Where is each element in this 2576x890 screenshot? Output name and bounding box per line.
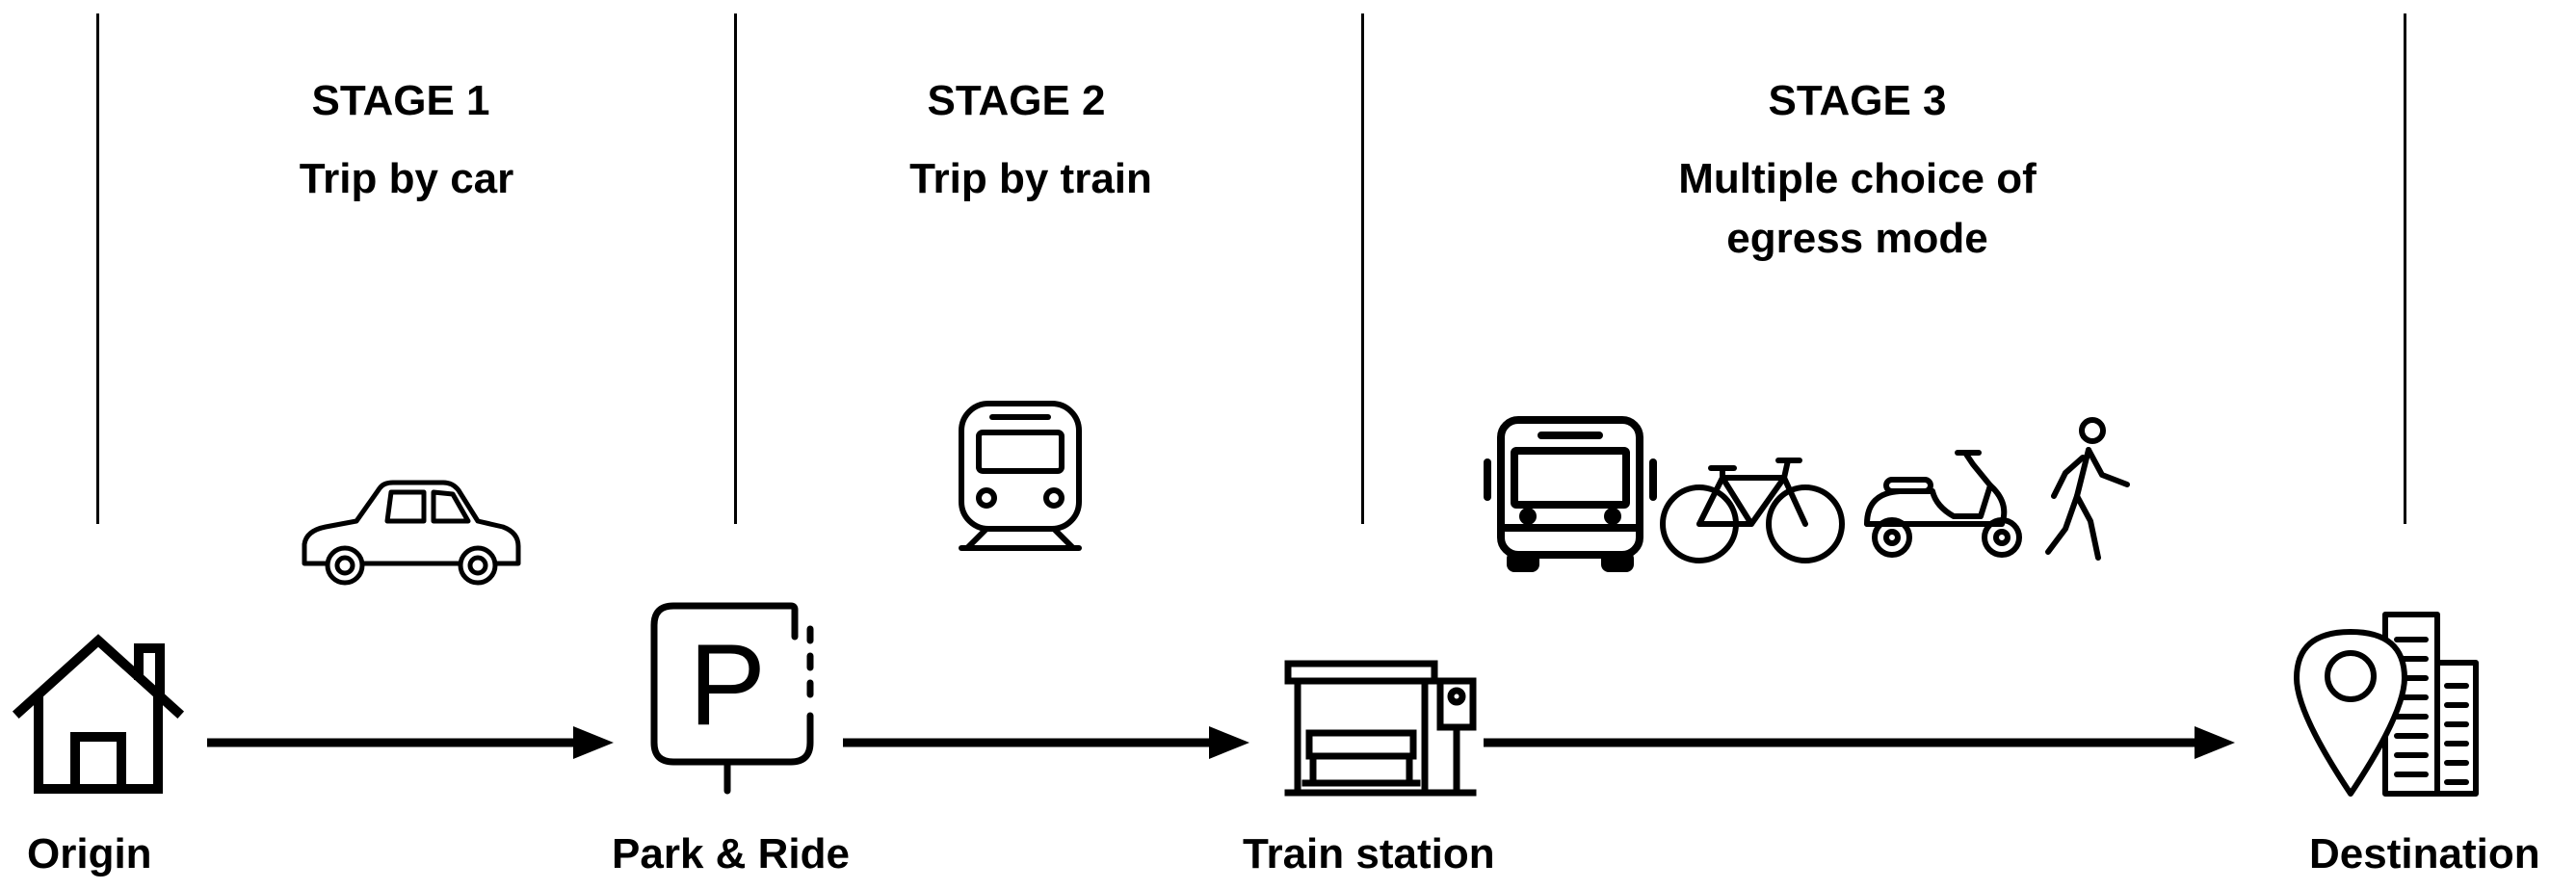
train-station-icon [1284,660,1477,799]
stage-2-subtitle: Trip by train [838,149,1223,209]
train-icon [954,398,1087,554]
bus-icon [1484,414,1657,573]
car-icon [299,477,524,586]
arrow-station-to-destination [1484,722,2235,763]
stage-3-subtitle-line-1: Multiple choice of [1678,155,2037,202]
arrow-origin-to-park-ride [207,722,614,763]
location-pin-buildings-icon [2293,605,2485,798]
stage-2-title: STAGE 2 [927,77,1106,124]
node-label-train-station: Train station [1243,830,1495,877]
arrow-park-ride-to-station [843,722,1249,763]
parking-sign-icon: P [650,602,814,795]
stage-divider-4 [2404,13,2406,524]
node-label-origin: Origin [27,830,152,877]
house-icon [12,631,185,797]
parking-letter: P [688,620,767,749]
bicycle-icon [1659,453,1846,566]
node-label-park-ride: Park & Ride [612,830,850,877]
stage-3-subtitle-line-2: egress mode [1726,215,1988,262]
pedestrian-icon [2040,417,2137,563]
stage-divider-1 [96,13,99,524]
node-label-destination: Destination [2309,830,2540,877]
stage-divider-3 [1361,13,1364,524]
stage-3-title: STAGE 3 [1768,77,1947,124]
stage-divider-2 [734,13,737,524]
stage-1-title: STAGE 1 [311,77,490,124]
stage-3-subtitle: Multiple choice of egress mode [1568,149,2146,269]
stage-1-subtitle-line: Trip by car [299,155,514,202]
scooter-icon [1857,445,2029,563]
stage-2-subtitle-line: Trip by train [909,155,1152,202]
stage-1-subtitle: Trip by car [214,149,599,209]
